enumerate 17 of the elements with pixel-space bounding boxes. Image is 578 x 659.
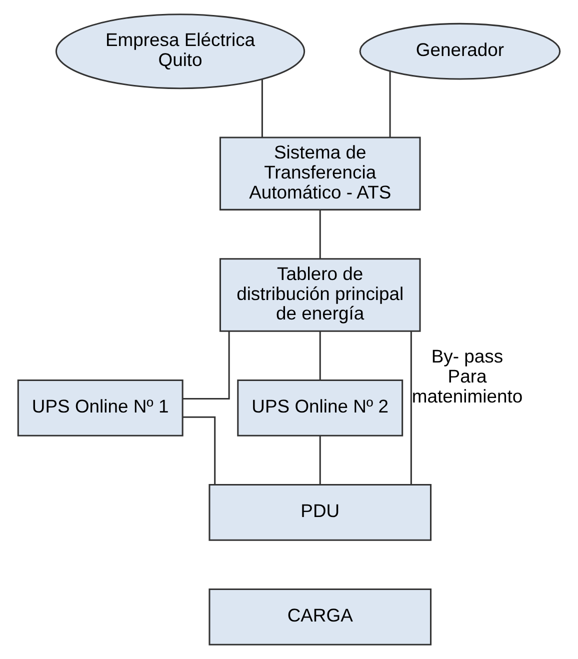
node-box: UPS Online Nº 1: [17, 380, 184, 436]
node-box: Tablero de distribución principal de energía: [219, 258, 421, 332]
node-ellipse: Generador: [359, 22, 561, 80]
connector: [389, 72, 391, 138]
edge-label: By- pass Para matenimiento: [412, 346, 523, 407]
node-ellipse: Empresa Eléctrica Quito: [55, 14, 306, 90]
node-box: PDU: [208, 484, 432, 541]
connector: [182, 331, 230, 400]
connector: [319, 210, 321, 259]
connector: [319, 436, 321, 484]
connector: [182, 416, 216, 484]
connector: [410, 331, 412, 484]
node-box: UPS Online Nº 2: [237, 380, 404, 436]
connector: [319, 331, 321, 380]
connector: [261, 79, 263, 138]
node-box: Sistema de Transferencia Automático - ATS: [219, 136, 421, 210]
node-box: CARGA: [208, 588, 432, 646]
